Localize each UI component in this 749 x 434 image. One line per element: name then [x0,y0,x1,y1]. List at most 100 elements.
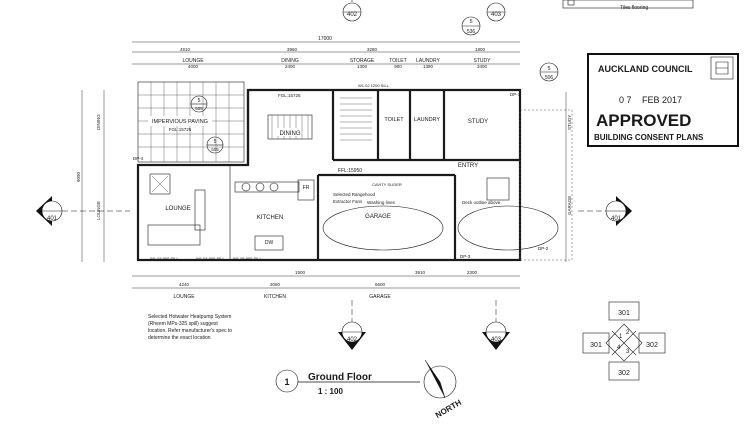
svg-text:5: 5 [547,66,550,72]
svg-text:GARAGE: GARAGE [369,294,391,300]
svg-text:2: 2 [626,330,630,336]
svg-text:Selected Rangehood: Selected Rangehood [333,192,376,197]
svg-text:1: 1 [619,334,623,340]
north-arrow: NORTH [423,359,463,420]
approval-stamp: AUCKLAND COUNCIL 0 7 FEB 2017 APPROVED B… [587,53,739,147]
section-marker-403-top: 403 [486,2,506,22]
room-laundry: LAUNDRY [414,117,441,123]
hotwater-note: Selected Hotwater Heatpump System (Rheem… [148,314,232,341]
room-entry: ENTRY [458,163,478,169]
stamp-approved: APPROVED [596,111,691,130]
room-garage: GARAGE [365,214,391,220]
svg-text:LOUNGE: LOUNGE [173,294,195,300]
svg-text:3960: 3960 [287,47,298,52]
impervious-paving: IMPERVIOUS PAVING FGL:15725 [137,81,245,163]
svg-text:DP-1: DP-1 [510,92,521,97]
room-study: STUDY [468,119,488,125]
svg-text:Selected Hotwater Heatpump Sys: Selected Hotwater Heatpump System [148,314,231,320]
svg-text:2400: 2400 [285,64,296,69]
svg-text:536: 536 [467,29,476,35]
svg-text:505: 505 [195,106,203,111]
deck-area: DP-2 [519,109,573,261]
svg-text:301: 301 [590,342,602,349]
svg-text:LOUNGE: LOUNGE [96,201,101,220]
svg-text:402: 402 [347,12,358,18]
ffl-label: FFL:15950 [338,168,362,174]
svg-text:302: 302 [618,370,630,377]
drawing-title: 1 Ground Floor 1 : 100 [275,369,420,396]
room-dining: DINING [280,131,301,137]
elevation-marker-5-506-right: 5 506 [539,62,559,82]
svg-text:W1.02 1200 SILL: W1.02 1200 SILL [358,83,390,88]
downpipe-labels: DP-1 DP-3 DP-4 FGL:15725 [133,92,521,259]
right-dimensions: STUDY GARAGE [565,92,572,262]
svg-text:LAUNDRY: LAUNDRY [416,58,440,64]
svg-text:Deck outline above: Deck outline above [462,200,501,205]
svg-text:DINING: DINING [96,114,101,130]
svg-text:17000: 17000 [318,36,332,42]
svg-text:401: 401 [611,216,622,222]
svg-text:IMPERVIOUS PAVING: IMPERVIOUS PAVING [152,119,208,125]
section-marker-402-top: 402 [342,0,362,22]
svg-text:5: 5 [214,139,217,145]
svg-text:Washing lines: Washing lines [367,200,396,205]
elevation-marker-5-536: 5 536 [461,16,481,36]
svg-text:4000: 4000 [188,64,199,69]
svg-text:3910: 3910 [415,270,426,275]
stamp-consent: BUILDING CONSENT PLANS [594,133,704,142]
svg-text:TOILET: TOILET [389,58,406,64]
elevation-key: 301 301 302 302 1 2 3 4 [582,301,666,381]
room-lounge: LOUNGE [165,206,190,212]
svg-text:FR: FR [303,185,310,191]
svg-text:W1.05 900 SILL: W1.05 900 SILL [233,256,262,261]
svg-text:301: 301 [618,310,630,317]
section-marker-402-bottom: 402 [338,300,366,350]
title-ground-floor: Ground Floor [308,372,372,383]
svg-text:2300: 2300 [467,270,478,275]
svg-text:1500: 1500 [295,270,306,275]
svg-text:FGL:15725: FGL:15725 [278,93,301,98]
svg-text:STORAGE: STORAGE [350,58,375,64]
svg-text:1800: 1800 [475,47,486,52]
room-kitchen: KITCHEN [257,215,283,221]
building-walls [136,88,522,262]
svg-text:4: 4 [617,345,621,351]
svg-text:Extractor Fans: Extractor Fans [333,199,363,204]
svg-text:LOUNGE: LOUNGE [182,58,204,64]
stamp-date-month: FEB 2017 [642,95,682,105]
svg-text:DP-2: DP-2 [538,246,549,251]
stamp-date-day: 0 7 [619,95,632,105]
svg-text:9090: 9090 [76,171,81,182]
svg-text:determine the exact location: determine the exact location [148,335,211,341]
svg-text:location. Refer manufacturer's: location. Refer manufacturer's spec to [148,328,232,334]
svg-text:4910: 4910 [180,47,191,52]
svg-text:(Rheem MPs-325 spill) suggest: (Rheem MPs-325 spill) suggest [148,321,218,327]
svg-text:FGL:15725: FGL:15725 [169,127,192,132]
title-scale: 1 : 100 [318,387,343,396]
svg-text:W1.04 900 SILL: W1.04 900 SILL [196,256,225,261]
svg-text:3280: 3280 [367,47,378,52]
elevation-marker-505-mid: 5 505 [206,136,224,154]
svg-text:402: 402 [347,337,358,343]
svg-text:505: 505 [211,147,219,152]
svg-text:1390: 1390 [423,64,434,69]
svg-text:403: 403 [491,12,502,18]
svg-text:GARAGE: GARAGE [567,196,572,215]
section-marker-403-bottom: 403 [482,300,510,350]
left-dimensions: DINING LOUNGE 9090 [76,90,105,262]
svg-text:DP-3: DP-3 [460,254,471,259]
svg-text:5: 5 [469,19,472,25]
svg-text:KITCHEN: KITCHEN [264,294,286,300]
svg-text:DP-4: DP-4 [133,156,144,161]
svg-text:401: 401 [47,216,58,222]
svg-text:DINING: DINING [281,58,299,64]
svg-text:6600: 6600 [375,282,386,287]
window-labels: W1.02 1200 SILL W1.03 900 SILL W1.04 900… [150,83,390,261]
room-toilet: TOILET [384,117,404,123]
notes-box: Tiles flooring [562,0,694,11]
section-marker-401-right: 401 [578,196,632,226]
svg-text:403: 403 [491,337,502,343]
top-dimensions: 17000 4910 3960 3280 1800 LOUNGE 4000 DI… [132,36,520,69]
svg-text:900: 900 [394,64,402,69]
svg-text:3: 3 [626,349,630,355]
